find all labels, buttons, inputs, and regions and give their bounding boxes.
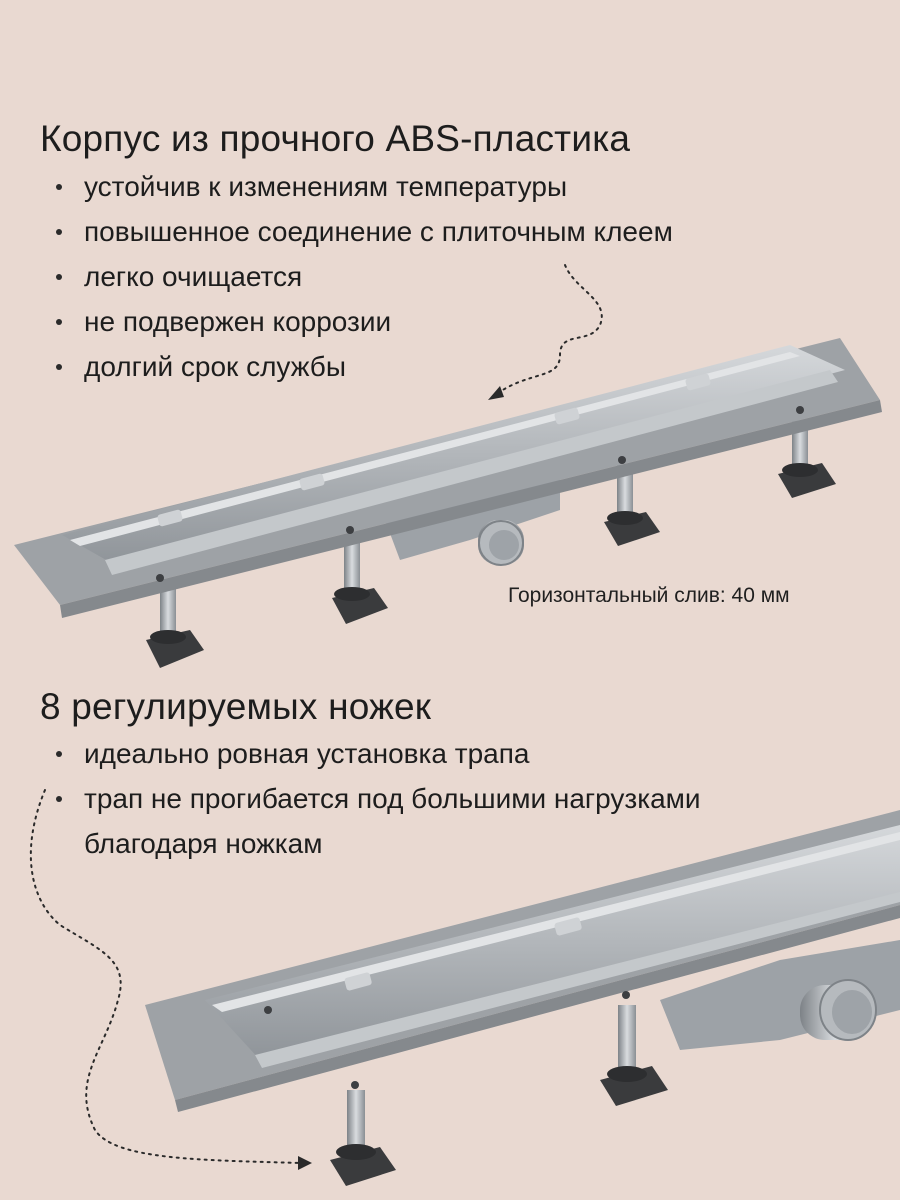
list-item: долгий срок службы <box>56 344 673 389</box>
bullet-dot-icon <box>56 796 62 802</box>
bullet-dot-icon <box>56 319 62 325</box>
adjustable-leg <box>146 585 204 668</box>
list-item-continuation: благодаря ножкам <box>84 828 323 859</box>
adjustable-leg <box>604 465 660 546</box>
section-heading-legs: 8 регулируемых ножек <box>40 686 432 727</box>
adjustable-leg <box>330 1090 396 1186</box>
adjustable-leg <box>332 540 388 624</box>
list-item: идеально ровная установка трапа <box>56 731 701 776</box>
drain-channel-top <box>14 338 882 668</box>
bullet-dot-icon <box>56 229 62 235</box>
bullet-dot-icon <box>56 751 62 757</box>
list-item: повышенное соединение с плиточным клеем <box>56 209 673 254</box>
dotted-arrow-top <box>488 264 603 400</box>
list-item: устойчив к изменениям температуры <box>56 164 673 209</box>
feature-list-legs: идеально ровная установка трапа трап не … <box>56 731 701 866</box>
dotted-arrow-bottom <box>29 789 312 1170</box>
bullet-dot-icon <box>56 184 62 190</box>
section-heading-abs-body: Корпус из прочного ABS-пластика <box>40 118 631 159</box>
adjustable-leg <box>600 1005 668 1106</box>
drain-outlet-caption: Горизонтальный слив: 40 мм <box>508 584 790 607</box>
bullet-dot-icon <box>56 274 62 280</box>
list-item: не подвержен коррозии <box>56 299 673 344</box>
list-item: трап не прогибается под большими нагрузк… <box>56 776 701 821</box>
feature-list-abs: устойчив к изменениям температуры повыше… <box>56 164 673 389</box>
bullet-dot-icon <box>56 364 62 370</box>
drain-channel-bottom <box>145 810 900 1186</box>
list-item: легко очищается <box>56 254 673 299</box>
